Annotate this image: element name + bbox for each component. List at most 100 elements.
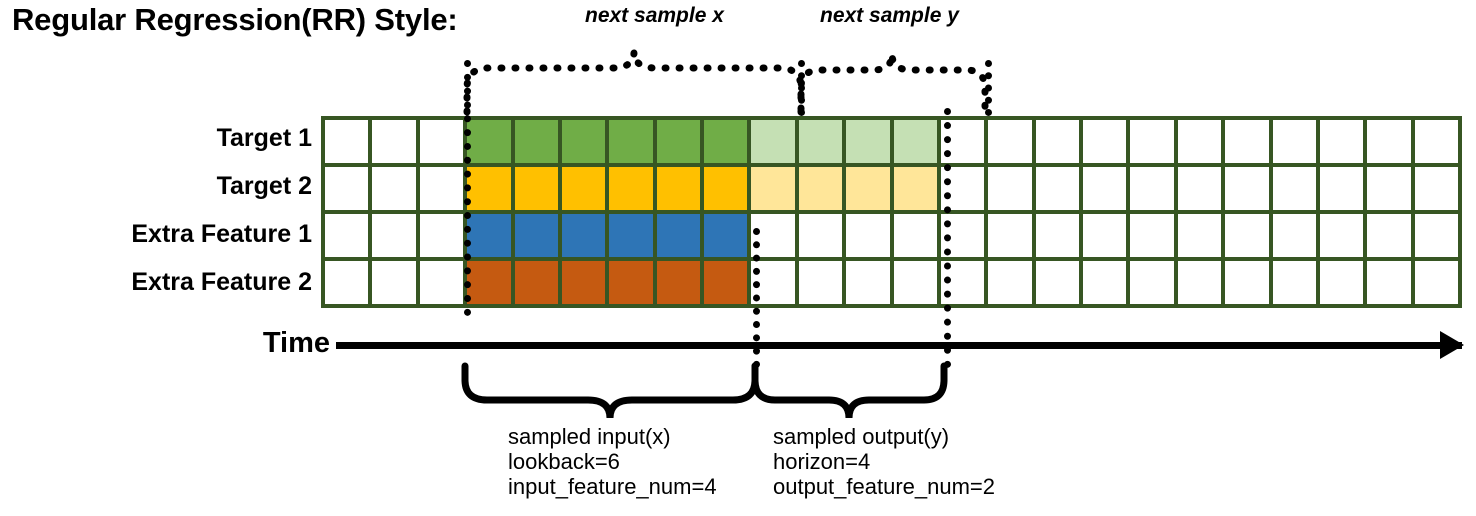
grid-cell-extra-feature-1-23: [1414, 214, 1458, 257]
grid-cell-extra-feature-1-3: [467, 214, 511, 257]
grid-cell-target-2-19: [1225, 167, 1269, 210]
grid-row-target-2: [325, 167, 1458, 210]
grid-cell-extra-feature-2-10: [798, 261, 843, 304]
grid-cell-extra-feature-1-0: [325, 214, 369, 257]
sampled-input-featnum: input_feature_num=4: [508, 474, 717, 499]
row-label-target-1: Target 1: [216, 124, 312, 152]
grid-cell-target-2-5: [561, 167, 606, 210]
grid-cell-target-2-20: [1272, 167, 1316, 210]
grid-cell-extra-feature-1-1: [372, 214, 416, 257]
grid-cell-target-2-9: [751, 167, 795, 210]
grid-cell-extra-feature-1-18: [1177, 214, 1222, 257]
grid-row-extra-feature-1: [325, 214, 1458, 257]
row-label-target-2: Target 2: [216, 172, 312, 200]
grid-cell-extra-feature-2-4: [514, 261, 558, 304]
grid-cell-extra-feature-1-17: [1130, 214, 1174, 257]
grid-cell-extra-feature-2-15: [1035, 261, 1079, 304]
grid-cell-target-2-14: [988, 167, 1032, 210]
grid-cell-extra-feature-1-22: [1367, 214, 1411, 257]
grid-cell-target-1-22: [1367, 120, 1411, 163]
grid-cell-target-1-12: [893, 120, 937, 163]
grid-cell-target-2-21: [1319, 167, 1364, 210]
time-axis-line: [336, 342, 1462, 349]
grid-cell-target-2-18: [1177, 167, 1222, 210]
page-title: Regular Regression(RR) Style:: [12, 2, 458, 37]
row-label-extra-feature-1: Extra Feature 1: [131, 220, 312, 248]
timeseries-grid: [321, 116, 1462, 308]
grid-cell-target-1-10: [798, 120, 843, 163]
sampled-output-title: sampled output(y): [773, 424, 950, 449]
grid-cell-extra-feature-2-3: [467, 261, 511, 304]
grid-cell-target-2-2: [419, 167, 464, 210]
grid-cell-extra-feature-1-21: [1319, 214, 1364, 257]
grid-cell-extra-feature-2-8: [704, 261, 748, 304]
grid-row-target-1: [325, 120, 1458, 163]
grid-cell-target-2-8: [704, 167, 748, 210]
guide-brace-x-end: [798, 60, 805, 116]
guide-output-end: [944, 108, 951, 368]
next-sample-x-label: next sample x: [585, 4, 724, 27]
grid-cell-target-1-18: [1177, 120, 1222, 163]
grid-cell-extra-feature-2-16: [1083, 261, 1127, 304]
grid-cell-extra-feature-1-4: [514, 214, 558, 257]
grid-cell-target-1-1: [372, 120, 416, 163]
grid-cell-extra-feature-2-11: [846, 261, 890, 304]
grid-cell-extra-feature-2-19: [1225, 261, 1269, 304]
brace-next-sample-x: [463, 51, 805, 116]
grid-cell-extra-feature-2-5: [561, 261, 606, 304]
grid-cell-extra-feature-2-7: [656, 261, 700, 304]
grid-cell-target-2-23: [1414, 167, 1458, 210]
grid-cell-target-1-14: [988, 120, 1032, 163]
grid-cell-extra-feature-2-20: [1272, 261, 1316, 304]
grid-cell-extra-feature-2-17: [1130, 261, 1174, 304]
grid-cell-extra-feature-2-12: [893, 261, 937, 304]
grid-cell-target-1-23: [1414, 120, 1458, 163]
grid-cell-extra-feature-2-2: [419, 261, 464, 304]
brace-next-sample-y: [797, 53, 989, 116]
grid-cell-target-1-0: [325, 120, 369, 163]
sampled-input-title: sampled input(x): [508, 424, 671, 449]
grid-cell-extra-feature-1-12: [893, 214, 937, 257]
grid-cell-extra-feature-2-1: [372, 261, 416, 304]
sampled-output-note: sampled output(y) horizon=4 output_featu…: [773, 424, 995, 499]
grid-cell-extra-feature-2-6: [609, 261, 653, 304]
grid-cell-target-2-0: [325, 167, 369, 210]
grid-cell-target-2-11: [846, 167, 890, 210]
grid-cell-target-1-21: [1319, 120, 1364, 163]
grid-cell-extra-feature-1-15: [1035, 214, 1079, 257]
grid-cell-target-1-3: [467, 120, 511, 163]
grid-cell-target-1-5: [561, 120, 606, 163]
grid-cell-target-2-17: [1130, 167, 1174, 210]
grid-cell-target-1-16: [1083, 120, 1127, 163]
time-axis-arrow-icon: [1440, 331, 1464, 359]
grid-cell-target-1-9: [751, 120, 795, 163]
grid-cell-target-2-15: [1035, 167, 1079, 210]
grid-cell-target-2-12: [893, 167, 937, 210]
grid-cell-target-2-4: [514, 167, 558, 210]
brace-sampled-output: [751, 362, 948, 419]
grid-cell-target-1-11: [846, 120, 890, 163]
grid-cell-target-1-6: [609, 120, 653, 163]
grid-cell-target-2-1: [372, 167, 416, 210]
grid-row-extra-feature-2: [325, 261, 1458, 304]
grid-cell-extra-feature-1-8: [704, 214, 748, 257]
sampled-input-lookback: lookback=6: [508, 449, 620, 474]
grid-cell-target-2-10: [798, 167, 843, 210]
guide-input-start: [464, 60, 471, 316]
grid-cell-target-1-20: [1272, 120, 1316, 163]
guide-brace-y-end: [985, 60, 992, 116]
grid-cell-extra-feature-1-5: [561, 214, 606, 257]
grid-cell-extra-feature-1-16: [1083, 214, 1127, 257]
grid-cell-target-1-19: [1225, 120, 1269, 163]
grid-cell-target-1-17: [1130, 120, 1174, 163]
grid-cell-target-1-2: [419, 120, 464, 163]
sampled-input-note: sampled input(x) lookback=6 input_featur…: [508, 424, 717, 499]
grid-cell-target-2-6: [609, 167, 653, 210]
grid-cell-target-1-8: [704, 120, 748, 163]
grid-cell-target-1-7: [656, 120, 700, 163]
grid-cell-target-2-16: [1083, 167, 1127, 210]
row-label-group: Target 1 Target 2 Extra Feature 1 Extra …: [0, 116, 312, 308]
time-axis-label: Time: [262, 327, 330, 359]
grid-cell-target-2-3: [467, 167, 511, 210]
grid-cell-extra-feature-1-14: [988, 214, 1032, 257]
